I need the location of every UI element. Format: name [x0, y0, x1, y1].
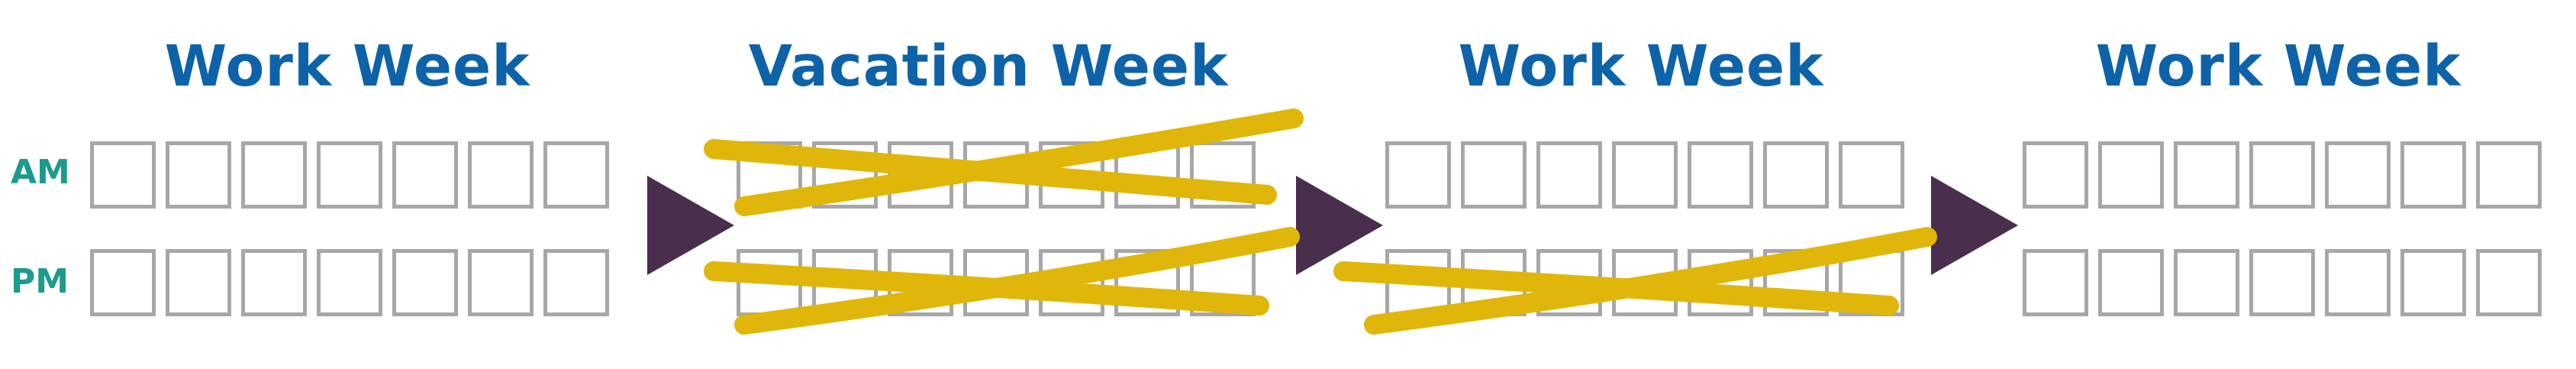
week-4-pm-row [2023, 249, 2542, 316]
week-4-title: Work Week [2095, 34, 2462, 99]
week-1-title: Work Week [164, 34, 530, 99]
day-slot [2325, 141, 2391, 209]
day-slot [963, 249, 1029, 316]
day-slot [1114, 249, 1180, 316]
day-slot [2023, 141, 2088, 209]
day-slot [1039, 141, 1104, 209]
week-1-am-row [90, 141, 609, 209]
week-4-am-row [2023, 141, 2542, 209]
day-slot [1688, 141, 1753, 209]
day-slot [1461, 249, 1527, 316]
day-slot [2098, 141, 2164, 209]
day-slot [1612, 249, 1678, 316]
day-slot [241, 249, 307, 316]
day-slot [2023, 249, 2088, 316]
day-slot [317, 141, 382, 209]
week-3-pm-row [1385, 249, 1904, 316]
day-slot [1536, 249, 1602, 316]
day-slot [1461, 141, 1527, 209]
day-slot [812, 249, 878, 316]
day-slot [2476, 249, 2542, 316]
day-slot [543, 141, 609, 209]
day-slot [2098, 249, 2164, 316]
week-3-am-row [1385, 141, 1904, 209]
day-slot [888, 141, 953, 209]
day-slot [543, 249, 609, 316]
am-label: AM [11, 153, 70, 192]
day-slot [166, 141, 231, 209]
day-slot [1536, 141, 1602, 209]
day-slot [2325, 249, 2391, 316]
week-2-pm-row [737, 249, 1256, 316]
day-slot [1385, 249, 1451, 316]
day-slot [166, 249, 231, 316]
arrow-1-icon [647, 176, 734, 275]
day-slot [812, 141, 878, 209]
day-slot [1839, 249, 1904, 316]
day-slot [392, 249, 458, 316]
week-2-am-row [737, 141, 1256, 209]
day-slot [1114, 141, 1180, 209]
day-slot [468, 141, 534, 209]
day-slot [888, 249, 953, 316]
week-3-title: Work Week [1458, 34, 1824, 99]
week-2-title: Vacation Week [748, 34, 1229, 99]
day-slot [1039, 249, 1104, 316]
day-slot [2174, 141, 2239, 209]
week-1-pm-row [90, 249, 609, 316]
day-slot [392, 141, 458, 209]
day-slot [1190, 249, 1256, 316]
day-slot [2249, 141, 2315, 209]
day-slot [963, 141, 1029, 209]
day-slot [2174, 249, 2239, 316]
arrow-3-icon [1931, 176, 2018, 275]
day-slot [1763, 249, 1829, 316]
day-slot [2400, 249, 2466, 316]
day-slot [1385, 141, 1451, 209]
day-slot [2400, 141, 2466, 209]
day-slot [1839, 141, 1904, 209]
day-slot [737, 249, 802, 316]
day-slot [90, 141, 156, 209]
day-slot [737, 141, 802, 209]
day-slot [90, 249, 156, 316]
day-slot [468, 249, 534, 316]
day-slot [1763, 141, 1829, 209]
day-slot [2476, 141, 2542, 209]
pm-label: PM [11, 262, 69, 301]
arrow-2-icon [1296, 176, 1383, 275]
day-slot [1612, 141, 1678, 209]
day-slot [1688, 249, 1753, 316]
day-slot [317, 249, 382, 316]
day-slot [241, 141, 307, 209]
day-slot [1190, 141, 1256, 209]
day-slot [2249, 249, 2315, 316]
